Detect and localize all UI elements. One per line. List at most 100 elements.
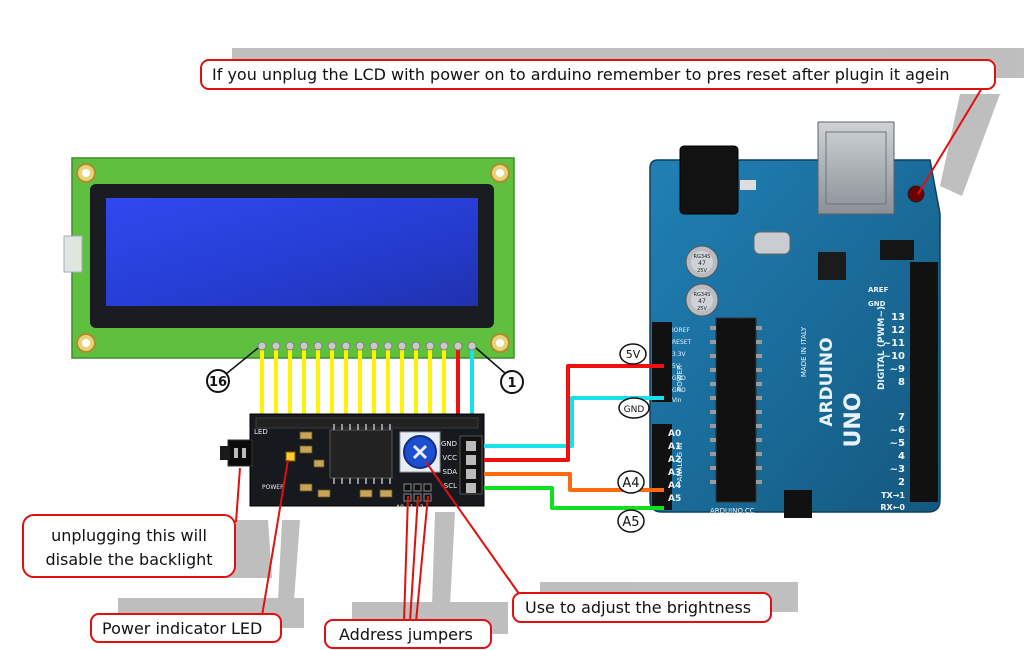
pin-d4: 4 bbox=[898, 451, 905, 462]
usb-connector bbox=[817, 121, 895, 215]
uno-analog-label: ANALOG IN bbox=[676, 443, 684, 482]
pin-d13: 13 bbox=[891, 312, 905, 323]
atmega-chip bbox=[715, 317, 757, 503]
pin-5v: 5V bbox=[672, 363, 681, 370]
pointer-reset bbox=[917, 87, 983, 195]
pin-d10: ~10 bbox=[883, 351, 905, 362]
pin-1-label: 1 bbox=[507, 376, 516, 391]
pointer-jumper-1 bbox=[403, 495, 409, 623]
pin-d5: ~5 bbox=[890, 438, 905, 449]
pin-16-marker: 16 bbox=[206, 347, 259, 393]
backpack-power-label: POWER bbox=[262, 484, 284, 491]
usb-chip bbox=[818, 252, 846, 280]
pin-a0: A0 bbox=[668, 429, 681, 439]
header-scl-label: SCL bbox=[444, 482, 457, 490]
backpack-led-label: LED bbox=[254, 428, 268, 436]
pointer-jumper-3 bbox=[415, 495, 429, 623]
cap2-voltage: 25V bbox=[697, 306, 707, 312]
header-sda-label: SDA bbox=[443, 468, 458, 476]
uno-model: UNO bbox=[841, 393, 866, 448]
uno-power-label: POWER bbox=[676, 365, 684, 391]
i2c-wires bbox=[484, 364, 664, 510]
uno-brand: ARDUINO bbox=[817, 337, 837, 426]
backlight-jumper bbox=[220, 439, 253, 467]
uno-aref: AREF bbox=[868, 286, 889, 294]
i2c-backpack: GND VCC SDA SCL LED POWER A0 A1 A2 bbox=[249, 413, 485, 511]
lcd-side-tab bbox=[63, 235, 83, 273]
lcd-pin-wires bbox=[260, 346, 446, 420]
pin-reset: RESET bbox=[672, 339, 692, 346]
arduino-a5-marker: A5 bbox=[617, 509, 645, 533]
pin-d7: 7 bbox=[898, 412, 905, 423]
lcd-screen bbox=[106, 198, 478, 306]
arduino-5v-label: 5V bbox=[626, 348, 641, 361]
backlight-callout: unplugging this will disable the backlig… bbox=[22, 514, 236, 578]
pin-d8: 8 bbox=[898, 377, 905, 388]
icsp-header bbox=[784, 490, 812, 518]
lcd-header-solder bbox=[257, 341, 477, 351]
pin-ioref: IOREF bbox=[672, 327, 690, 334]
header-gnd-label: GND bbox=[441, 440, 457, 448]
callout-pointers bbox=[235, 87, 983, 623]
backlight-text-line1: unplugging this will bbox=[51, 526, 207, 545]
pin-1-marker: 1 bbox=[475, 347, 524, 394]
wire-sda bbox=[484, 472, 664, 492]
address-jumpers-callout: Address jumpers bbox=[324, 619, 492, 649]
pin-a5: A5 bbox=[668, 494, 681, 504]
pin-a4: A4 bbox=[668, 481, 681, 491]
brightness-callout: Use to adjust the brightness bbox=[512, 592, 772, 623]
crystal bbox=[753, 231, 791, 255]
cap2-mark: RG34S bbox=[694, 292, 711, 298]
cap1-voltage: 25V bbox=[697, 268, 707, 274]
uno-site: ARDUINO.CC bbox=[710, 507, 755, 515]
arduino-a4-label: A4 bbox=[622, 476, 639, 491]
pointer-power-led bbox=[261, 459, 289, 617]
pointer-jumper-2 bbox=[409, 495, 419, 623]
power-jack bbox=[679, 145, 739, 215]
pin-gnd2: GND bbox=[672, 387, 686, 394]
pin-d11: ~11 bbox=[883, 338, 905, 349]
arduino-gnd-marker: GND bbox=[618, 397, 650, 419]
uno-digital-label: DIGITAL (PWM~) bbox=[877, 306, 887, 390]
wire-gnd bbox=[484, 396, 664, 448]
pin-a2: A2 bbox=[668, 455, 681, 465]
pointer-brightness bbox=[425, 461, 523, 599]
lcd-module bbox=[63, 157, 515, 359]
cap1-value: 47 bbox=[698, 260, 706, 267]
wire-scl bbox=[484, 486, 664, 510]
power-led bbox=[285, 451, 296, 462]
uno-gnd-top: GND bbox=[868, 300, 886, 308]
pin-3v3: 3.3V bbox=[672, 351, 687, 358]
pin-gnd1: GND bbox=[672, 375, 686, 382]
pointer-backlight bbox=[235, 467, 241, 523]
digital-header bbox=[910, 262, 938, 502]
pin-d1: TX→1 bbox=[881, 491, 905, 500]
backpack-addr-label: A0 A1 A2 bbox=[396, 504, 424, 511]
power-led-callout: Power indicator LED bbox=[90, 613, 282, 643]
pin-vin: Vin bbox=[672, 397, 682, 404]
cap1-mark: RG34S bbox=[694, 254, 711, 260]
pcf8574-chip bbox=[329, 429, 393, 479]
brightness-text: Use to adjust the brightness bbox=[525, 598, 752, 617]
address-jumpers-text: Address jumpers bbox=[339, 625, 473, 644]
pin-d0: RX←0 bbox=[880, 503, 905, 512]
pin-d3: ~3 bbox=[890, 464, 905, 475]
arduino-a5-label: A5 bbox=[622, 515, 639, 530]
uno-made: MADE IN ITALY bbox=[800, 326, 808, 377]
pin-d2: 2 bbox=[898, 477, 905, 488]
cap2-value: 47 bbox=[698, 298, 706, 305]
wire-vcc bbox=[484, 364, 664, 462]
arduino-a4-marker: A4 bbox=[617, 470, 645, 494]
backlight-text-line2: disable the backlight bbox=[45, 550, 213, 569]
header-vcc-label: VCC bbox=[442, 454, 457, 462]
arduino-gnd-label: GND bbox=[624, 405, 645, 415]
reset-note-text: If you unplug the LCD with power on to a… bbox=[212, 65, 950, 84]
pin-a3: A3 bbox=[668, 468, 681, 478]
pin-16-label: 16 bbox=[209, 375, 227, 390]
pin-d12: 12 bbox=[891, 325, 905, 336]
reset-note-callout: If you unplug the LCD with power on to a… bbox=[200, 59, 996, 90]
pin-d6: ~6 bbox=[890, 425, 905, 436]
pin-d9: ~9 bbox=[890, 364, 905, 375]
arduino-5v-marker: 5V bbox=[619, 343, 647, 365]
